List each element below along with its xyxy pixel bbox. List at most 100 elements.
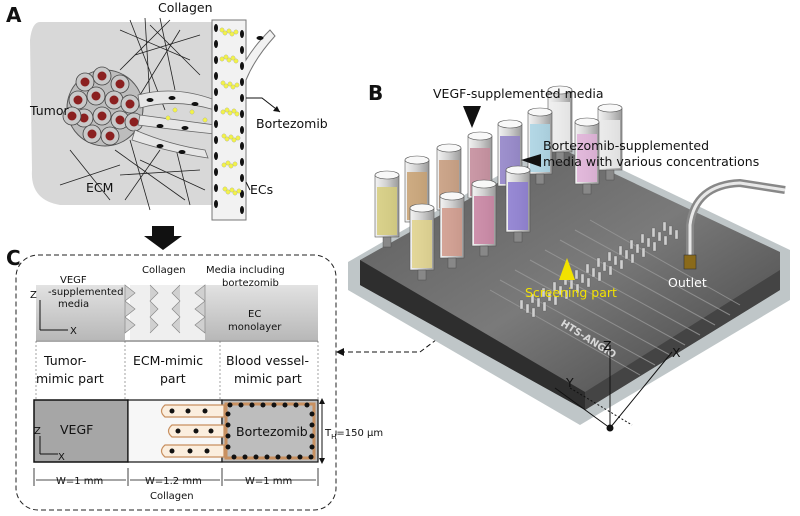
ec-nucleus	[240, 158, 244, 166]
ec-nucleus	[225, 422, 231, 428]
ec-nucleus	[204, 448, 210, 454]
ec-nucleus	[202, 408, 208, 414]
ecs-label: ECs	[250, 182, 273, 197]
ec-nucleus	[169, 408, 175, 414]
axis-y-b: Y	[565, 375, 574, 390]
ec-nucleus	[286, 454, 292, 460]
ec-nucleus	[214, 104, 218, 112]
ec-nucleus	[264, 454, 270, 460]
reservoir-tubes	[374, 85, 623, 281]
ecm-part-l2: part	[160, 371, 186, 386]
tumor-cell-nucleus	[91, 91, 101, 101]
reservoir-rim	[527, 107, 553, 117]
ec-nucleus	[240, 174, 244, 182]
ec-nucleus	[240, 94, 244, 102]
chip-post	[585, 263, 590, 274]
chip-post	[663, 235, 668, 246]
width-3: W=1 mm	[245, 476, 292, 487]
reservoir-media	[377, 187, 397, 235]
tumor-part-l1: Tumor-	[43, 353, 86, 368]
tumor-cluster	[62, 66, 144, 147]
chip-post	[597, 271, 602, 282]
axis-x-3d: X	[70, 326, 77, 337]
ecm-fibers	[59, 17, 206, 211]
reservoir-media	[442, 208, 462, 256]
bortezomib-particle	[226, 28, 232, 34]
ec-nucleus	[309, 411, 315, 417]
ec-nucleus	[282, 402, 288, 408]
ec-nucleus	[271, 402, 277, 408]
ec-nucleus	[214, 56, 218, 64]
chip-post	[630, 253, 635, 264]
chip-post	[553, 295, 558, 306]
chip-post	[575, 283, 580, 294]
reservoir-nozzle	[479, 245, 489, 257]
bz-media-l2: media with various concentrations	[543, 154, 759, 169]
bortezomib-particle	[231, 108, 237, 114]
reservoir-nozzle	[417, 269, 427, 281]
ec-nucleus	[249, 402, 255, 408]
bortezomib-particle	[236, 188, 242, 194]
ec-nucleus	[187, 448, 193, 454]
reservoir-media	[550, 102, 570, 150]
reservoir-media	[577, 134, 597, 182]
ec-nucleus	[214, 136, 218, 144]
chip-post	[624, 249, 629, 260]
reservoir-rim	[574, 117, 600, 127]
reservoir-rim	[497, 119, 523, 129]
bortezomib-box-label: Bortezomib	[236, 424, 308, 439]
ec-nucleus	[214, 152, 218, 160]
ec-nucleus	[240, 46, 244, 54]
bortezomib-particle	[225, 160, 231, 166]
ec-nucleus	[240, 110, 244, 118]
tumor-cell-nucleus	[80, 77, 90, 87]
tumor-cell-nucleus	[115, 79, 125, 89]
tumor-part-l2: mimic part	[36, 371, 104, 386]
chip-3d-section: Z X VEGF -supplemented media Collagen Me…	[30, 265, 319, 400]
reservoir-rim	[505, 165, 531, 175]
ec-nucleus	[242, 454, 248, 460]
collagen-top-label: Collagen	[142, 265, 186, 276]
vegf-box-label: VEGF	[60, 422, 93, 437]
chip-post	[531, 307, 536, 318]
vessel-part-l2: mimic part	[234, 371, 302, 386]
ec-nucleus	[208, 428, 214, 434]
chip-post	[596, 257, 601, 268]
bz-arrowhead	[521, 154, 541, 167]
ec-nucleus	[240, 78, 244, 86]
media-bz-l1: Media including	[206, 265, 285, 276]
bortezomib-particle	[220, 109, 226, 115]
reservoir-media	[412, 220, 432, 268]
tumor-label: Tumor	[29, 103, 69, 118]
bortezomib-particle	[230, 84, 236, 90]
bortezomib-particle	[165, 115, 171, 121]
bortezomib-particle	[222, 186, 228, 192]
chip-post	[525, 303, 530, 314]
reservoir-rim	[374, 170, 400, 180]
chip-post	[591, 267, 596, 278]
bortezomib-particle	[232, 161, 238, 167]
ec-nucleus	[225, 444, 231, 450]
tumor-cell-nucleus	[97, 71, 107, 81]
ec-nucleus	[156, 144, 164, 148]
vessel-part-l1: Blood vessel-	[226, 353, 309, 368]
reservoir-rim	[471, 179, 497, 189]
reservoir-nozzle	[555, 151, 565, 163]
ec-nucleus	[309, 444, 315, 450]
chip-post	[564, 289, 569, 300]
chip-post	[586, 277, 591, 288]
ec-nucleus	[309, 422, 315, 428]
bortezomib-particle	[189, 109, 195, 115]
ec-nucleus	[240, 142, 244, 150]
axis-x-b: X	[672, 345, 681, 360]
outlet-label: Outlet	[668, 275, 707, 290]
reservoir-nozzle	[582, 183, 592, 195]
bortezomib-particle	[229, 31, 235, 37]
ec-nucleus	[193, 428, 199, 434]
bortezomib-particle	[225, 189, 231, 195]
ec-nucleus	[191, 102, 199, 106]
chip-post	[657, 231, 662, 242]
ec-nucleus	[168, 96, 176, 100]
bortezomib-label: Bortezomib	[256, 116, 328, 131]
bortezomib-particle	[223, 83, 229, 89]
